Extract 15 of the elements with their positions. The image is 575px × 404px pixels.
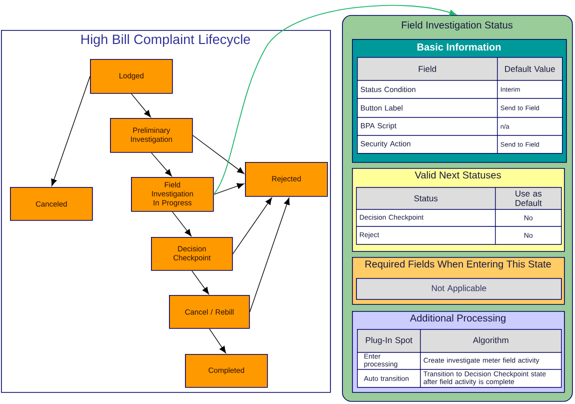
arrow: [131, 93, 151, 118]
table-header-cell: Plug-In Spot: [357, 329, 421, 353]
arrow: [209, 328, 226, 354]
arrow: [192, 270, 209, 294]
arrow: [51, 76, 90, 186]
arrow: [192, 135, 244, 174]
arrow: [213, 183, 244, 195]
curved-arrow: [213, 4, 456, 195]
arrow: [232, 198, 272, 254]
arrow: [172, 211, 192, 236]
table-header-cell: Default Value: [497, 57, 563, 81]
table-header-cell: Use as Default: [495, 187, 562, 210]
note-box: Not Applicable: [356, 278, 562, 300]
arrow: [151, 152, 172, 176]
arrow: [249, 198, 290, 312]
